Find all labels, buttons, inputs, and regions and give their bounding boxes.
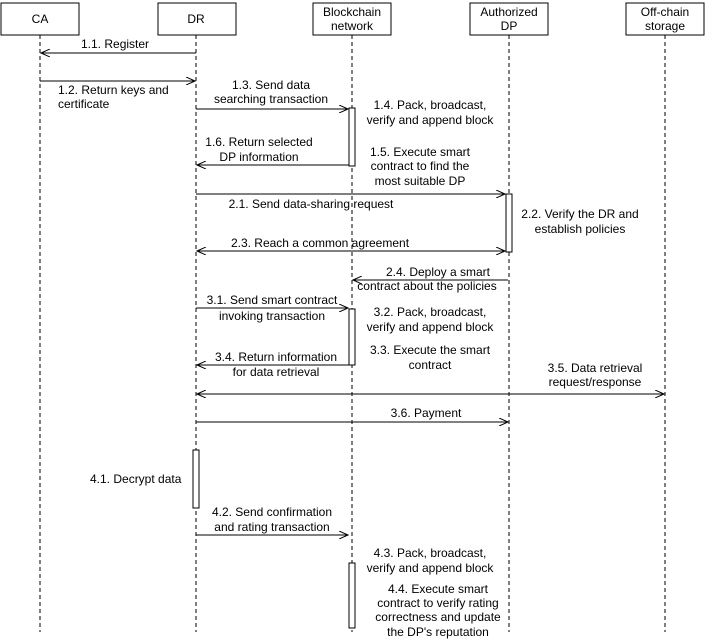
label-1-6-line1: 1.6. Return selected	[205, 135, 312, 149]
label-4-4-line4: the DP's reputation	[387, 625, 489, 639]
label-4-3-line2: verify and append block	[367, 561, 495, 575]
participant-ca-label: CA	[32, 12, 49, 26]
label-2-2-line2: establish policies	[535, 222, 626, 236]
activation-bc-1	[348, 107, 356, 167]
label-3-4-line1: 3.4. Return information	[215, 350, 337, 364]
label-3-5-line2: request/response	[549, 375, 642, 389]
label-1-5-line2: contract to find the	[371, 159, 470, 173]
label-1-3-line1: 1.3. Send data	[232, 78, 310, 92]
participant-dr: DR	[157, 2, 237, 36]
label-1-2-line1: 1.2. Return keys and	[58, 83, 169, 97]
label-1-5-line1: 1.5. Execute smart	[370, 145, 471, 159]
participant-ca: CA	[0, 2, 80, 36]
participant-dp-label-1: Authorized	[480, 5, 537, 19]
participant-offchain-label-2: storage	[645, 19, 685, 33]
label-1-6-line2: DP information	[219, 150, 298, 164]
participant-offchain: Off-chain storage	[625, 2, 705, 36]
label-4-2-line2: and rating transaction	[214, 520, 329, 534]
label-4-2-line1: 4.2. Send confirmation	[212, 505, 332, 519]
label-3-3-line1: 3.3. Execute the smart	[370, 343, 491, 357]
label-2-2-line1: 2.2. Verify the DR and	[521, 207, 638, 221]
label-3-6: 3.6. Payment	[391, 406, 462, 420]
label-3-2-line2: verify and append block	[367, 320, 495, 334]
label-4-1: 4.1. Decrypt data	[90, 472, 182, 486]
participant-offchain-label-1: Off-chain	[641, 5, 689, 19]
label-4-4-line1: 4.4. Execute smart	[388, 582, 489, 596]
label-1-4-line2: verify and append block	[367, 113, 495, 127]
label-3-3-line2: contract	[409, 358, 452, 372]
activation-dp	[505, 193, 513, 253]
label-1-5-line3: most suitable DP	[375, 174, 466, 188]
participant-dp: Authorized DP	[469, 2, 549, 36]
label-3-2-line1: 3.2. Pack, broadcast,	[374, 305, 487, 319]
label-3-4-line2: for data retrieval	[233, 365, 320, 379]
label-3-1-line2: invoking transaction	[219, 309, 325, 323]
label-4-3-line1: 4.3. Pack, broadcast,	[374, 546, 487, 560]
label-2-1: 2.1. Send data-sharing request	[229, 197, 394, 211]
activation-dr	[192, 449, 200, 509]
participant-blockchain-label-2: network	[331, 19, 374, 33]
label-1-3-line2: searching transaction	[214, 92, 328, 106]
participant-blockchain-label-1: Blockchain	[323, 5, 381, 19]
participant-dr-label: DR	[187, 12, 205, 26]
label-4-4-line3: correctness and update	[375, 610, 501, 624]
label-1-2-line2: certificate	[58, 97, 110, 111]
label-4-4-line2: contract to verify rating	[377, 596, 498, 610]
activation-bc-3	[348, 562, 356, 629]
label-2-4-line1: 2.4. Deploy a smart	[386, 265, 491, 279]
label-2-3: 2.3. Reach a common agreement	[231, 236, 410, 250]
participant-dp-label-2: DP	[501, 19, 518, 33]
participant-blockchain: Blockchain network	[312, 2, 392, 36]
label-1-1: 1.1. Register	[81, 37, 149, 51]
activation-bc-2	[348, 308, 356, 366]
label-2-4-line2: contract about the policies	[357, 279, 496, 293]
label-3-5-line1: 3.5. Data retrieval	[548, 361, 643, 375]
label-1-4-line1: 1.4. Pack, broadcast,	[374, 98, 487, 112]
label-3-1-line1: 3.1. Send smart contract	[207, 293, 338, 307]
